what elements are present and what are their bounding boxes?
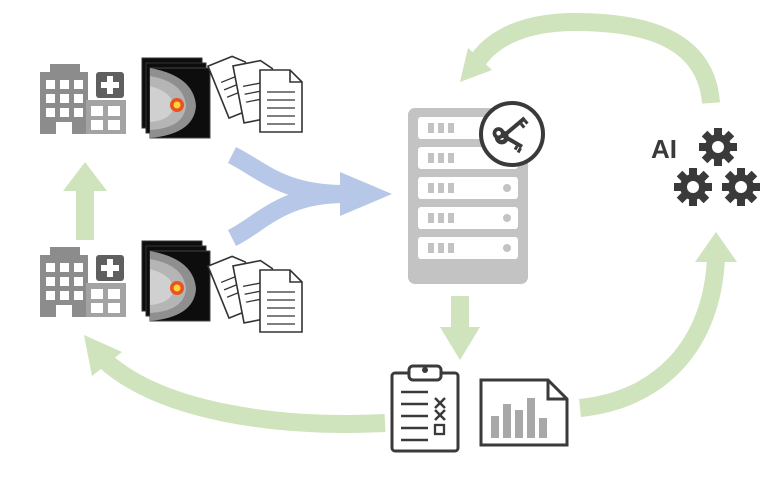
document-stack-icon xyxy=(207,251,303,333)
arrow-checklist-to-hospital xyxy=(84,335,386,433)
loop-arrow-report-to-gears xyxy=(578,232,737,417)
checklist-clipboard-icon xyxy=(390,364,460,453)
document-stack-icon xyxy=(207,51,303,133)
bar-chart-report-icon xyxy=(479,378,569,447)
loop-arrow-gears-to-server xyxy=(460,12,720,105)
mammogram-stack-icon xyxy=(141,240,211,322)
arrow-hospital-up xyxy=(63,162,107,240)
gears-icon xyxy=(674,128,760,206)
merge-arrow-to-server xyxy=(227,146,392,247)
arrow-server-to-checklist xyxy=(440,296,480,360)
mammogram-stack-icon xyxy=(141,57,211,139)
keys-icon xyxy=(479,101,545,167)
hospital-building-icon xyxy=(40,247,126,317)
hospital-building-icon xyxy=(40,64,126,134)
ai-label: AI xyxy=(651,134,677,164)
